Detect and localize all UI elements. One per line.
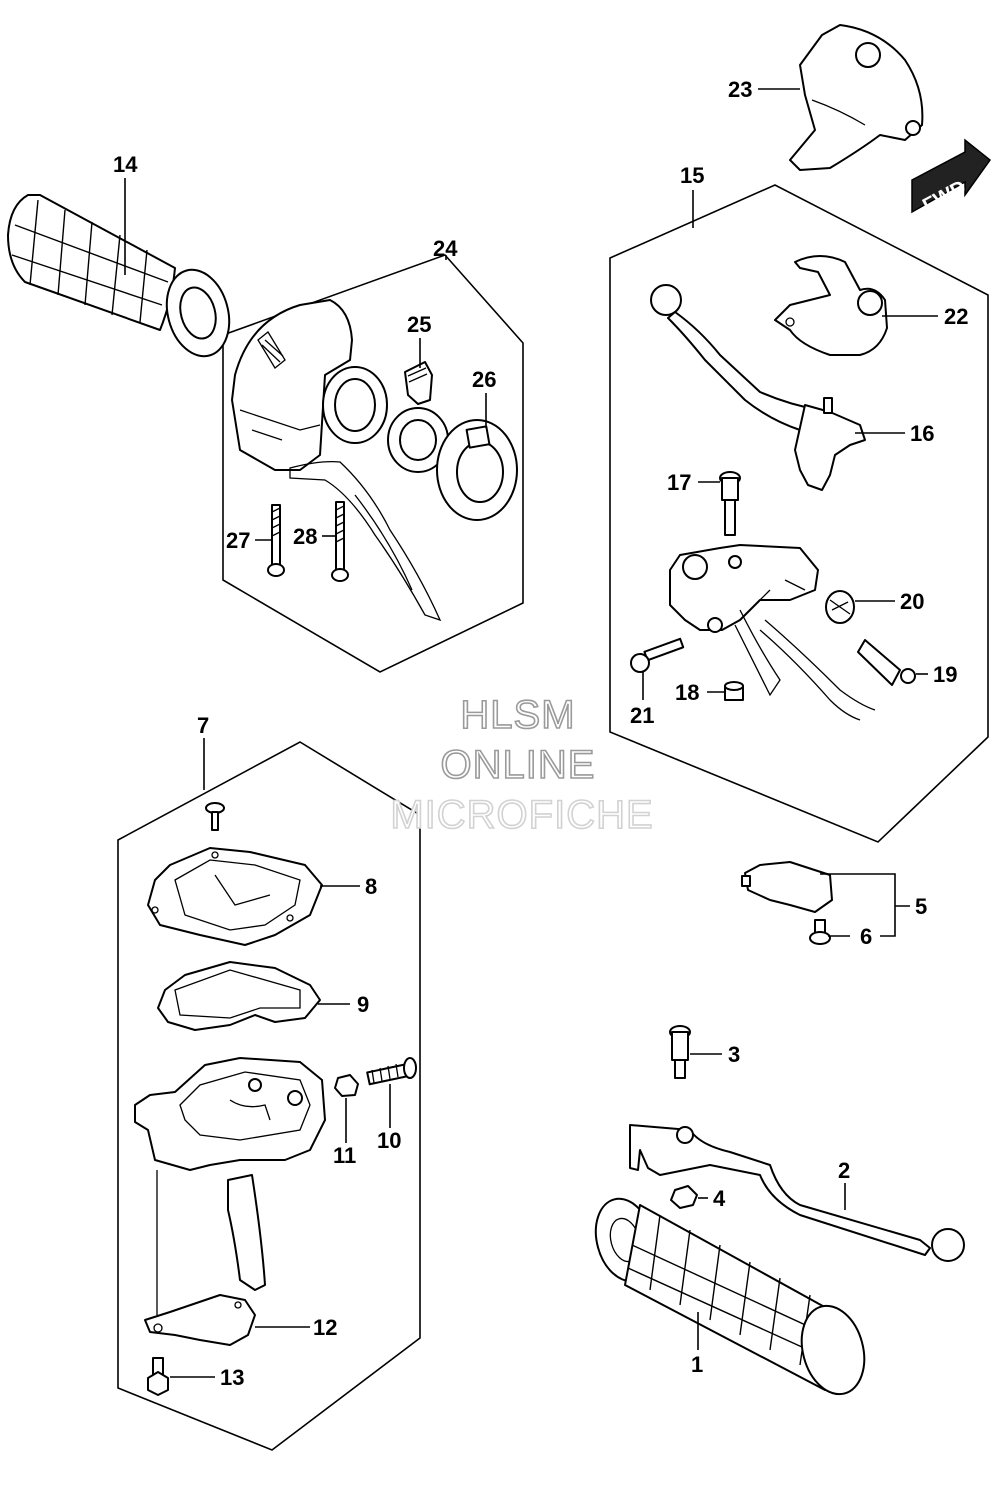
callout-17: 17 xyxy=(667,470,691,495)
switch-19-part[interactable] xyxy=(857,639,916,686)
group-outline-7 xyxy=(117,741,421,1451)
leader-5 xyxy=(820,873,910,937)
callout-27: 27 xyxy=(226,528,250,553)
master-cylinder-part[interactable] xyxy=(669,544,876,721)
callout-19: 19 xyxy=(933,662,957,687)
rear-master-cylinder-part[interactable] xyxy=(134,1057,326,1315)
housing-cover-part[interactable] xyxy=(147,847,323,946)
callout-22: 22 xyxy=(944,304,968,329)
callout-4: 4 xyxy=(713,1186,726,1211)
group-outline-24 xyxy=(222,254,524,673)
nut-4-part[interactable] xyxy=(670,1185,698,1209)
callout-2: 2 xyxy=(838,1158,850,1183)
callout-18: 18 xyxy=(675,680,699,705)
watermark-line-1: HLSM xyxy=(460,693,575,737)
screw-top-part[interactable] xyxy=(205,802,225,831)
lever-pivot-part[interactable] xyxy=(794,397,866,491)
nut-11-part[interactable] xyxy=(334,1074,359,1097)
fwd-direction-badge: FWD xyxy=(911,138,992,217)
callout-5: 5 xyxy=(915,894,927,919)
gasket-part[interactable] xyxy=(157,961,321,1031)
callout-14: 14 xyxy=(113,152,138,177)
screw-10-part[interactable] xyxy=(366,1057,417,1086)
callout-3: 3 xyxy=(728,1042,740,1067)
lever-cover-part[interactable] xyxy=(789,24,924,171)
grip-right-part[interactable] xyxy=(587,1192,874,1401)
grip-left-part[interactable] xyxy=(7,194,238,363)
switch-lever-part[interactable] xyxy=(387,361,449,473)
pivot-bolt-part[interactable] xyxy=(719,471,741,536)
clutch-lever-part[interactable] xyxy=(629,1124,965,1262)
callout-26: 26 xyxy=(472,367,496,392)
callout-28: 28 xyxy=(293,524,317,549)
callout-16: 16 xyxy=(910,421,934,446)
callout-21: 21 xyxy=(630,703,654,728)
screw-27-part[interactable] xyxy=(267,504,285,577)
callout-6: 6 xyxy=(860,924,872,949)
callout-1: 1 xyxy=(691,1352,703,1377)
callout-24: 24 xyxy=(433,236,458,261)
screw-28-part[interactable] xyxy=(331,501,349,582)
nut-18-part[interactable] xyxy=(724,681,744,701)
switch-bracket-part[interactable] xyxy=(774,255,888,356)
callout-23: 23 xyxy=(728,77,752,102)
watermark-line-2: ONLINE xyxy=(441,743,596,787)
callout-8: 8 xyxy=(365,874,377,899)
callout-12: 12 xyxy=(313,1315,337,1340)
watermark-line-3: MICROFICHE xyxy=(390,793,653,837)
bolt-13-part[interactable] xyxy=(147,1357,169,1396)
callout-15: 15 xyxy=(680,163,704,188)
callout-20: 20 xyxy=(900,589,924,614)
callout-9: 9 xyxy=(357,992,369,1017)
callout-11: 11 xyxy=(333,1143,356,1168)
switch-housing-part[interactable] xyxy=(231,299,442,622)
callout-25: 25 xyxy=(407,312,431,337)
callout-10: 10 xyxy=(377,1128,401,1153)
bolt-21-part[interactable] xyxy=(630,637,685,673)
screw-6-part[interactable] xyxy=(809,919,831,945)
callout-13: 13 xyxy=(220,1365,244,1390)
callout-7: 7 xyxy=(197,713,209,738)
cap-part[interactable] xyxy=(825,590,855,624)
plate-part[interactable] xyxy=(144,1294,256,1346)
switch-ring-part[interactable] xyxy=(436,419,518,521)
stop-switch-part[interactable] xyxy=(741,861,833,913)
group-outline-15 xyxy=(609,184,989,843)
bolt-3-part[interactable] xyxy=(669,1025,691,1079)
